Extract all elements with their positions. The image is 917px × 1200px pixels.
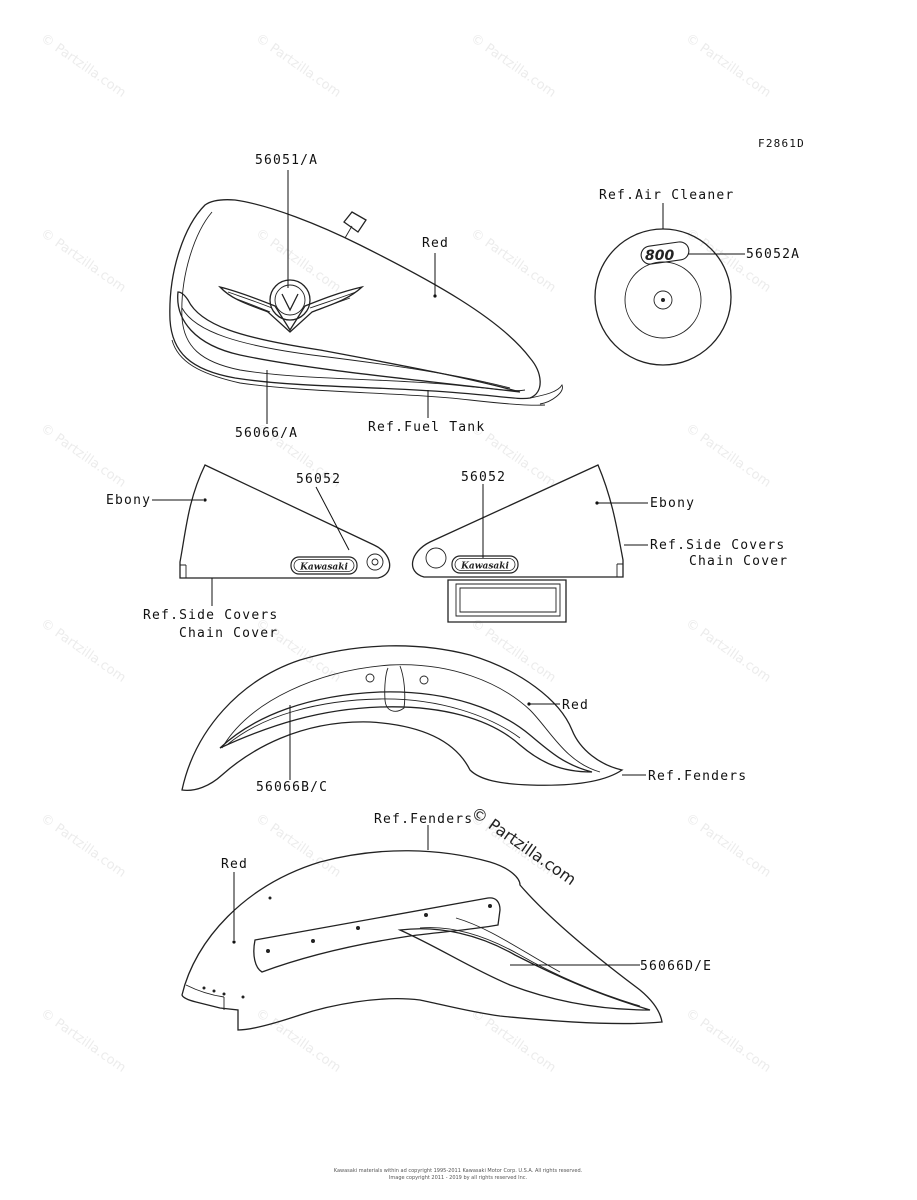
background-watermark: © Partzilla.com: [38, 226, 129, 296]
background-watermark: © Partzilla.com: [38, 811, 129, 881]
background-watermark: © Partzilla.com: [38, 616, 129, 686]
background-watermark: © Partzilla.com: [468, 226, 559, 296]
label-left-cover-ref-2: Chain Cover: [179, 626, 278, 641]
figure-code: F2861D: [758, 137, 805, 150]
label-right-cover-part: 56052: [461, 470, 506, 485]
center-watermark: © Partzilla.com: [468, 803, 580, 889]
background-watermark: © Partzilla.com: [253, 1006, 344, 1076]
background-watermark: © Partzilla.com: [683, 421, 774, 491]
leader-left-cover-part: [315, 486, 350, 551]
background-watermark: © Partzilla.com: [683, 811, 774, 881]
label-fuel-tank-ref: Ref.Fuel Tank: [368, 420, 485, 435]
left-kawasaki-badge: Kawasaki: [299, 563, 348, 573]
background-watermark: © Partzilla.com: [683, 31, 774, 101]
label-left-cover-ref-1: Ref.Side Covers: [143, 608, 278, 623]
label-tank-emblem: 56051/A: [255, 153, 318, 168]
background-watermark: © Partzilla.com: [38, 1006, 129, 1076]
label-right-cover-color: Ebony: [650, 496, 695, 511]
label-front-fender-ref: Ref.Fenders: [648, 769, 747, 784]
label-right-cover-ref-1: Ref.Side Covers: [650, 538, 785, 553]
label-tank-stripe: 56066/A: [235, 426, 298, 441]
right-side-cover: Kawasaki: [412, 464, 624, 623]
rear-fender: [181, 850, 663, 1031]
left-side-cover: Kawasaki: [179, 464, 391, 579]
air-cleaner-logo: 800: [645, 248, 674, 264]
background-watermark: © Partzilla.com: [683, 1006, 774, 1076]
label-air-cleaner-decal: 56052A: [746, 247, 800, 262]
label-tank-color: Red: [422, 236, 449, 251]
footer-copyright-2: Image copyright 2011 - 2019 by all right…: [389, 1175, 528, 1181]
footer-copyright-1: Kawasaki materials within ad copyright 1…: [334, 1168, 583, 1174]
front-fender: [181, 645, 624, 792]
background-watermark: © Partzilla.com: [683, 616, 774, 686]
background-watermark: © Partzilla.com: [253, 31, 344, 101]
background-watermark: © Partzilla.com: [468, 616, 559, 686]
label-left-cover-part: 56052: [296, 472, 341, 487]
label-air-cleaner-ref: Ref.Air Cleaner: [599, 188, 734, 203]
label-rear-fender-stripe: 56066D/E: [640, 959, 712, 974]
background-watermark: © Partzilla.com: [468, 31, 559, 101]
label-right-cover-ref-2: Chain Cover: [689, 554, 788, 569]
label-front-fender-stripe: 56066B/C: [256, 780, 328, 795]
label-rear-fender-ref: Ref.Fenders: [374, 812, 473, 827]
right-kawasaki-badge: Kawasaki: [460, 562, 509, 572]
label-left-cover-color: Ebony: [106, 493, 151, 508]
background-watermark: © Partzilla.com: [253, 226, 344, 296]
fuel-tank: [169, 199, 563, 406]
label-front-fender-color: Red: [562, 698, 589, 713]
background-watermark: © Partzilla.com: [38, 31, 129, 101]
background-watermark: © Partzilla.com: [38, 421, 129, 491]
label-rear-fender-color: Red: [221, 857, 248, 872]
background-watermark: © Partzilla.com: [468, 1006, 559, 1076]
